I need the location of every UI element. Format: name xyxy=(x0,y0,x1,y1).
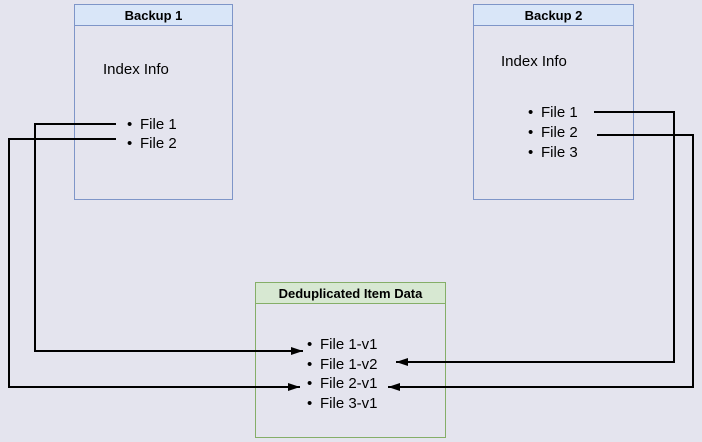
dedup-item-list: File 1-v1 File 1-v2 File 2-v1 File 3-v1 xyxy=(307,335,378,413)
deduplicated-item-data-box: Deduplicated Item Data File 1-v1 File 1-… xyxy=(255,282,446,438)
list-item-file3: File 3 xyxy=(528,143,578,163)
list-item-file2: File 2 xyxy=(528,123,578,143)
list-item-file1: File 1 xyxy=(127,115,177,134)
list-item-file1-v1: File 1-v1 xyxy=(307,335,378,355)
backup2-index-info-label: Index Info xyxy=(501,53,567,70)
backup1-title: Backup 1 xyxy=(75,5,232,26)
backup2-title: Backup 2 xyxy=(474,5,633,26)
backup1-box: Backup 1 Index Info File 1 File 2 xyxy=(74,4,233,200)
list-item-file1: File 1 xyxy=(528,103,578,123)
list-item-file1-v2: File 1-v2 xyxy=(307,355,378,375)
list-item-file3-v1: File 3-v1 xyxy=(307,394,378,414)
backup2-box: Backup 2 Index Info File 1 File 2 File 3 xyxy=(473,4,634,200)
list-item-file2-v1: File 2-v1 xyxy=(307,374,378,394)
backup1-index-info-label: Index Info xyxy=(103,61,169,78)
list-item-file2: File 2 xyxy=(127,134,177,153)
backup2-file-list: File 1 File 2 File 3 xyxy=(528,103,578,163)
dedup-title: Deduplicated Item Data xyxy=(256,283,445,304)
backup1-file-list: File 1 File 2 xyxy=(127,115,177,153)
